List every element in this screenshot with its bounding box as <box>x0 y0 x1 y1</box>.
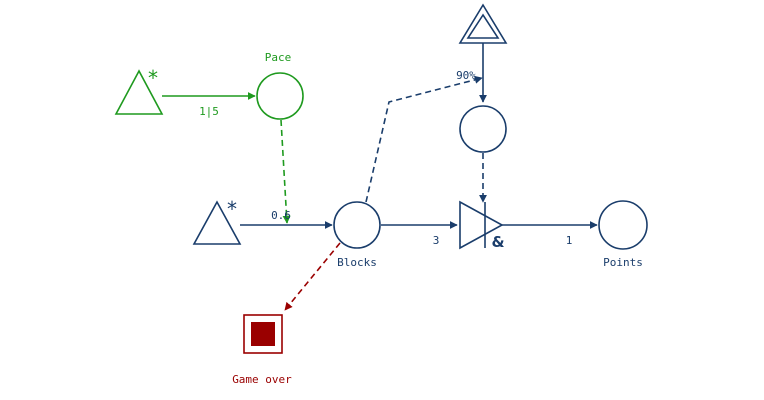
edge-pace-modifier[interactable] <box>280 119 291 224</box>
green-source-node[interactable] <box>114 69 164 115</box>
middle-pool-node[interactable] <box>459 105 507 153</box>
game-over-end-node[interactable] <box>243 314 283 354</box>
edge-label-trigger-to-pool: 90% <box>456 69 476 82</box>
edge-blocks-to-trigger[interactable] <box>365 75 483 203</box>
edge-label-blocks-to-converter: 3 <box>433 234 440 247</box>
blue-source-star: * <box>227 197 237 221</box>
blocks-label: Blocks <box>337 256 377 269</box>
blue-source-node[interactable] <box>192 200 242 245</box>
edge-label-converter-to-points: 1 <box>566 234 573 247</box>
blocks-pool-node[interactable] <box>333 201 381 249</box>
top-double-triangle-node[interactable] <box>458 3 508 44</box>
points-pool-node[interactable] <box>598 200 648 250</box>
converter-gate-glyph: & <box>491 233 504 251</box>
edge-label-green-source-to-pace: 1|5 <box>199 105 219 118</box>
pace-pool-node[interactable] <box>256 72 304 120</box>
pace-label: Pace <box>265 51 292 64</box>
points-label: Points <box>603 256 643 269</box>
converter-node[interactable] <box>459 200 504 250</box>
edge-label-blue-source-to-blocks: 0.6 <box>271 209 291 222</box>
green-source-star: * <box>148 66 158 90</box>
edge-blocks-to-game-over[interactable] <box>284 242 341 311</box>
game-over-label: Game over <box>232 373 292 386</box>
